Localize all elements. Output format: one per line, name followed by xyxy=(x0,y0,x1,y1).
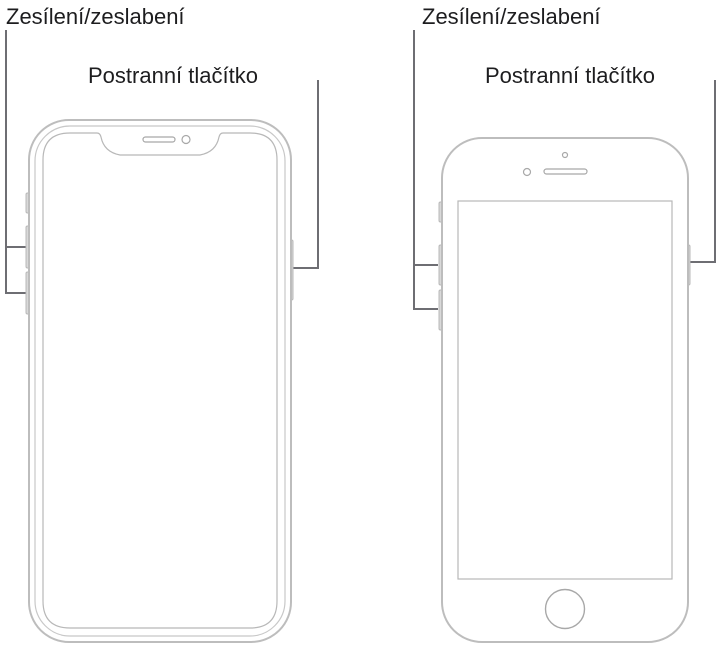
right-volume-down-leader xyxy=(413,265,438,310)
left-side-button-leader xyxy=(292,80,319,269)
left-front-camera-icon xyxy=(181,134,191,145)
left-earpiece-speaker-icon xyxy=(142,136,176,143)
right-volume-label: Zesílení/zeslabení xyxy=(422,4,601,29)
left-volume-down-leader xyxy=(5,247,26,294)
right-volume-up-leader xyxy=(413,30,438,266)
left-phone-screen xyxy=(42,132,278,629)
right-side-button-label: Postranní tlačítko xyxy=(485,63,655,88)
left-volume-up-leader xyxy=(5,30,26,248)
right-phone: Zesílení/zeslabení Postranní tlačítko xyxy=(413,4,716,643)
left-phone-bezel xyxy=(34,125,286,637)
left-phone: Zesílení/zeslabení Postranní tlačítko xyxy=(5,4,319,643)
right-phone-screen xyxy=(457,200,673,580)
right-earpiece-speaker-icon xyxy=(543,168,588,175)
right-front-camera-icon xyxy=(522,167,532,177)
right-side-button-leader xyxy=(690,80,716,263)
right-home-button-icon xyxy=(544,588,586,630)
left-volume-label: Zesílení/zeslabení xyxy=(6,4,185,29)
right-proximity-sensor-icon xyxy=(561,151,569,159)
left-side-button-label: Postranní tlačítko xyxy=(88,63,258,88)
